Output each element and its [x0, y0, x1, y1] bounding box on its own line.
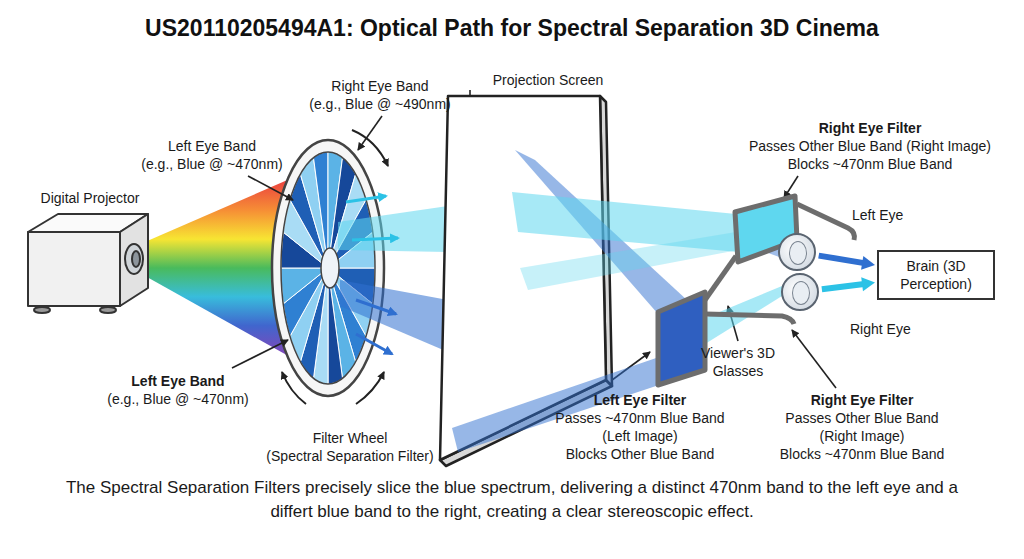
filter-wheel — [321, 248, 339, 288]
arrow-head — [861, 256, 875, 270]
rotation-arrow — [282, 372, 306, 404]
diagram-title: US20110205494A1: Optical Path for Spectr… — [0, 14, 1024, 42]
glasses — [705, 314, 794, 324]
leader-line — [792, 330, 836, 388]
part-label: Filter Wheel — [280, 429, 420, 447]
light-cone — [138, 178, 292, 358]
reflected-beam — [452, 150, 738, 452]
band-label: Left Eye Band — [108, 372, 248, 390]
node-text: Left Eye — [852, 206, 903, 224]
projector — [28, 232, 120, 306]
leader-line — [358, 116, 382, 150]
glasses — [658, 292, 705, 385]
projector — [120, 214, 148, 306]
part-label: Digital Projector — [15, 189, 165, 207]
projector — [132, 251, 140, 267]
band-label: Left Eye Band — [132, 137, 292, 155]
leader-line — [232, 340, 288, 368]
leader-line — [248, 176, 293, 200]
filter-wheel — [281, 152, 375, 384]
eye-node: Left Eye — [778, 233, 816, 271]
eye-node: Right Eye — [781, 273, 819, 311]
filter-label: Left Eye Filter — [560, 391, 720, 409]
rotation-arrow — [356, 372, 384, 404]
projected-beam — [338, 206, 448, 252]
projected-beam — [338, 206, 448, 352]
beam-arrow — [356, 334, 392, 354]
eye-lens — [792, 281, 810, 305]
band-note: (e.g., Blue @ ~490nm) — [285, 95, 475, 113]
band-label: Right Eye Band — [300, 77, 460, 95]
beam-arrow — [346, 196, 386, 202]
connector-line — [822, 284, 864, 289]
band-note: (e.g., Blue @ ~470nm) — [88, 390, 268, 408]
filter-note: Blocks ~470nm Blue Band — [765, 155, 975, 173]
filter-note: Passes Other Blue Band (Right Image) — [735, 137, 1005, 155]
connector — [819, 256, 875, 270]
light-cone — [138, 178, 292, 358]
filter-segment — [281, 152, 375, 384]
beam-arrow — [356, 300, 396, 314]
connector — [822, 277, 875, 291]
filter-note: Passes Other Blue Band (Right Image) — [775, 409, 950, 445]
part-label: Projection Screen — [463, 71, 633, 89]
filter-note: Blocks ~470nm Blue Band — [762, 445, 962, 463]
filter-wheel — [272, 140, 384, 396]
filter-label: Right Eye Filter — [782, 391, 942, 409]
brain-box: Brain (3D Perception) — [877, 250, 995, 300]
eye-lens — [789, 241, 807, 265]
beam-arrow — [346, 196, 398, 354]
node-text: Right Eye — [850, 320, 911, 338]
projector — [28, 214, 148, 313]
node-text: Brain (3D Perception) — [885, 257, 987, 293]
projector — [125, 244, 143, 274]
part-label: Viewer's 3D Glasses — [701, 344, 775, 380]
caption: The Spectral Separation Filters precisel… — [52, 476, 972, 524]
beam-arrow — [352, 238, 398, 240]
filter-wheel — [272, 140, 384, 396]
rotation-arrow — [282, 130, 388, 404]
arrow-head — [861, 277, 875, 291]
part-note: (Spectral Separation Filter) — [235, 447, 465, 465]
projector — [34, 307, 50, 313]
band-note: (e.g., Blue @ ~470nm) — [122, 155, 302, 173]
connector-line — [819, 256, 864, 264]
filter-note: Passes ~470nm Blue Band (Left Image) — [553, 409, 728, 445]
filter-note: Blocks Other Blue Band — [545, 445, 735, 463]
rotation-arrow — [352, 130, 388, 166]
projector — [100, 307, 116, 313]
filter-label: Right Eye Filter — [795, 119, 945, 137]
glasses — [705, 256, 736, 300]
projected-beam — [340, 280, 448, 352]
reflected-beam — [520, 232, 738, 290]
